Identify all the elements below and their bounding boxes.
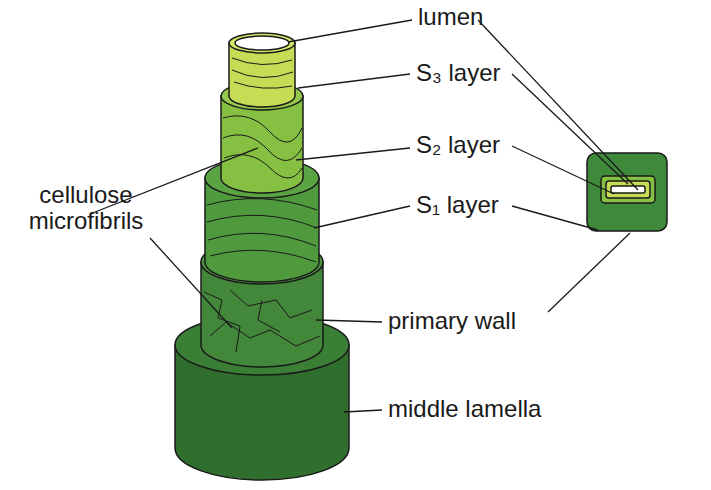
middle-lamella-label: middle lamella [388, 396, 541, 422]
s1-layer-label: S₁ layer [416, 192, 499, 218]
cross-section [587, 153, 667, 231]
leader-lines [90, 20, 638, 412]
s2-layer-label: S₂ layer [416, 132, 500, 158]
s3-layer-label: S₃ layer [416, 60, 500, 86]
primary-wall-label: primary wall [388, 308, 516, 334]
microfibrils [204, 58, 320, 352]
lumen-opening [235, 36, 289, 50]
s3-layer-top [229, 33, 295, 53]
lumen-label: lumen [418, 4, 483, 30]
cellulose-microfibrils-label: cellulose microfibrils [6, 182, 166, 234]
